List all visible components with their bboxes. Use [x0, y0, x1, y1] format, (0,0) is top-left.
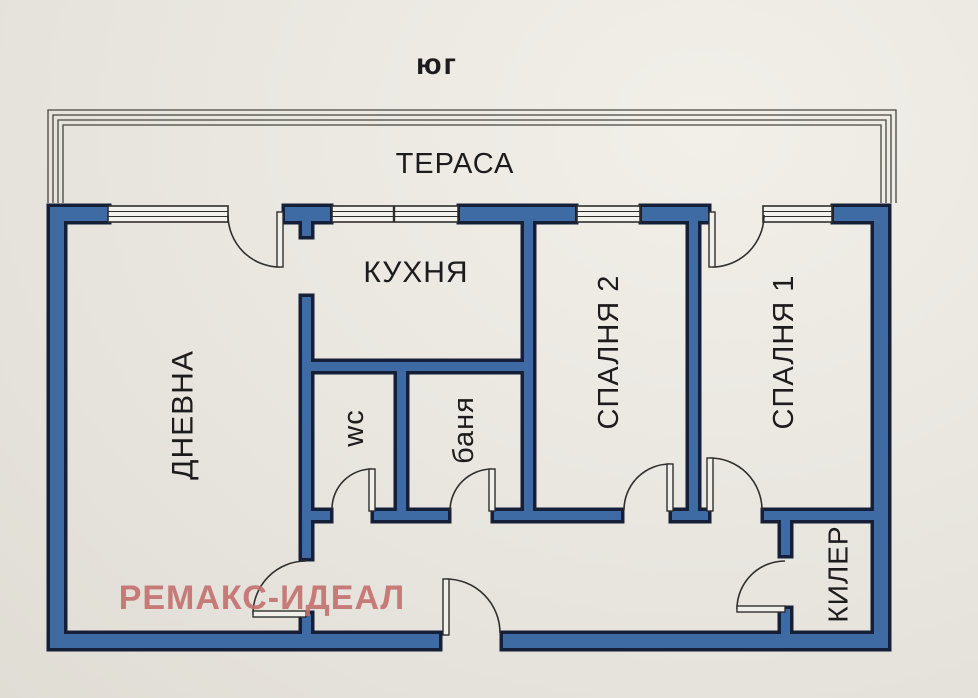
doors — [227, 211, 786, 636]
terrace-railing — [47, 109, 897, 203]
door-closet — [736, 560, 786, 613]
room-label-kitchen: КУХНЯ — [363, 256, 468, 289]
door-bedroom2 — [623, 463, 674, 512]
windows — [107, 205, 833, 223]
compass-label: юг — [416, 48, 458, 81]
door-terrace-living — [227, 211, 284, 268]
door-bath — [449, 468, 496, 512]
labels: юг ТЕРАСА КУХНЯ ДНЕВНА wc баня СПАЛНЯ 2 … — [119, 48, 854, 623]
room-label-bedroom1: СПАЛНЯ 1 — [768, 275, 800, 430]
door-entrance — [442, 578, 501, 636]
door-bedroom1 — [706, 457, 763, 512]
agency-watermark: РЕМАКС-ИДЕАЛ — [119, 579, 406, 617]
room-label-bedroom2: СПАЛНЯ 2 — [593, 275, 625, 430]
door-wc — [331, 468, 376, 512]
door-terrace-bedroom1 — [708, 211, 765, 268]
window-living — [107, 205, 229, 223]
door-living — [252, 560, 307, 618]
room-label-terrace: ТЕРАСА — [396, 148, 515, 180]
room-label-living: ДНЕВНА — [167, 350, 200, 480]
walls-fill — [50, 207, 888, 648]
room-label-bath: баня — [448, 396, 480, 464]
window-bedroom1 — [762, 205, 833, 223]
window-kitchen — [331, 205, 459, 223]
room-label-wc: wc — [338, 409, 370, 447]
room-label-closet: КИЛЕР — [823, 525, 854, 622]
window-bedroom2 — [576, 205, 641, 223]
